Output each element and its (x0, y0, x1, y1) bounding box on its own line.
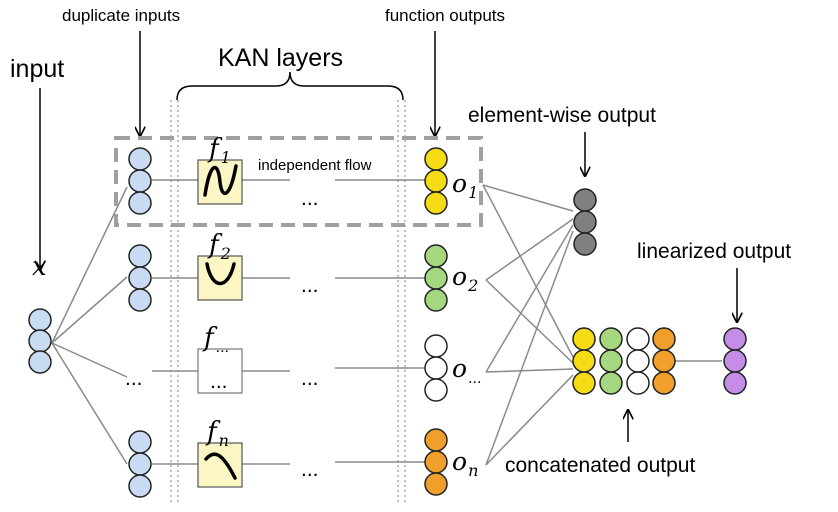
element-wise-output-stack (573, 188, 597, 256)
element-wise-output-label: element-wise output (468, 104, 656, 127)
aggregation-lines (482, 184, 722, 466)
function-symbol-ellipsis: f... (202, 323, 229, 356)
kan-layers-label: KAN layers (218, 44, 343, 72)
row-ellipsis-ellipsis: ... (301, 367, 319, 390)
hill-curve-icon (204, 452, 237, 480)
row-2-ellipsis: ... (301, 274, 319, 297)
layer-boundary-right (397, 100, 406, 505)
independent-flow-label: independent flow (258, 157, 372, 174)
output-symbol-ellipsis: o... (452, 354, 481, 387)
output-symbol-1: o1 (452, 169, 478, 202)
output-symbol-n: on (452, 447, 478, 480)
function-box-1 (197, 159, 243, 205)
function-box-2 (197, 255, 243, 301)
duplicate-stack-2 (128, 244, 152, 312)
row-flow-lines (152, 179, 425, 465)
valley-curve-icon (205, 262, 236, 286)
output-symbol-2: o2 (452, 262, 478, 295)
function-outputs-label: function outputs (385, 6, 505, 25)
input-connections (51, 186, 128, 465)
layer-boundary-left (170, 100, 179, 505)
duplicate-stack-n (128, 430, 152, 498)
concatenated-output-label: concatenated output (505, 454, 695, 477)
concatenated-output-grid (572, 327, 676, 395)
input-label: input (10, 55, 64, 83)
wave-curve-icon (203, 164, 238, 197)
duplicate-stack-ellipsis: ... (125, 367, 143, 390)
output-stack-ellipsis (424, 334, 448, 402)
duplicate-inputs-label: duplicate inputs (62, 6, 180, 25)
linearized-output-stack (723, 327, 747, 395)
kan-layers-brace (176, 71, 404, 101)
linearized-output-label: linearized output (637, 240, 791, 263)
output-stack-2 (424, 244, 448, 312)
output-stack-n (424, 428, 448, 496)
row-n-ellipsis: ... (301, 458, 319, 481)
input-node-stack (28, 308, 52, 374)
row-1-ellipsis: ... (301, 187, 319, 210)
output-stack-1 (424, 147, 448, 215)
duplicate-stack-1 (128, 147, 152, 215)
function-box-n (197, 442, 243, 488)
input-symbol: x (32, 252, 47, 282)
independent-flow-box (114, 136, 483, 227)
function-box-ellipsis (197, 348, 243, 394)
function-box-ellipsis-text: ... (210, 370, 228, 393)
